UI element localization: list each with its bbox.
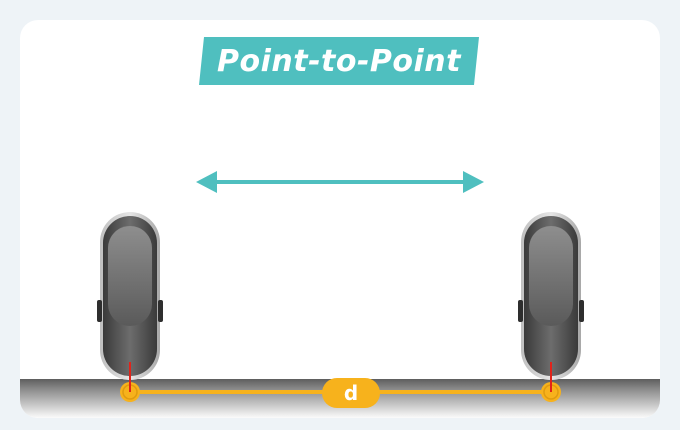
double-arrow-icon (196, 171, 484, 193)
distance-label: d (344, 381, 358, 405)
title-banner-background (199, 37, 479, 85)
title-text: Point-to-Point (216, 43, 461, 79)
robot-vehicle-icon (518, 212, 584, 380)
robot-vehicle-icon (97, 212, 163, 380)
title-banner: Point-to-Point (199, 37, 479, 85)
right-point-marker (541, 362, 561, 402)
distance-label-badge: d (322, 378, 380, 408)
left-point-marker (120, 362, 140, 402)
